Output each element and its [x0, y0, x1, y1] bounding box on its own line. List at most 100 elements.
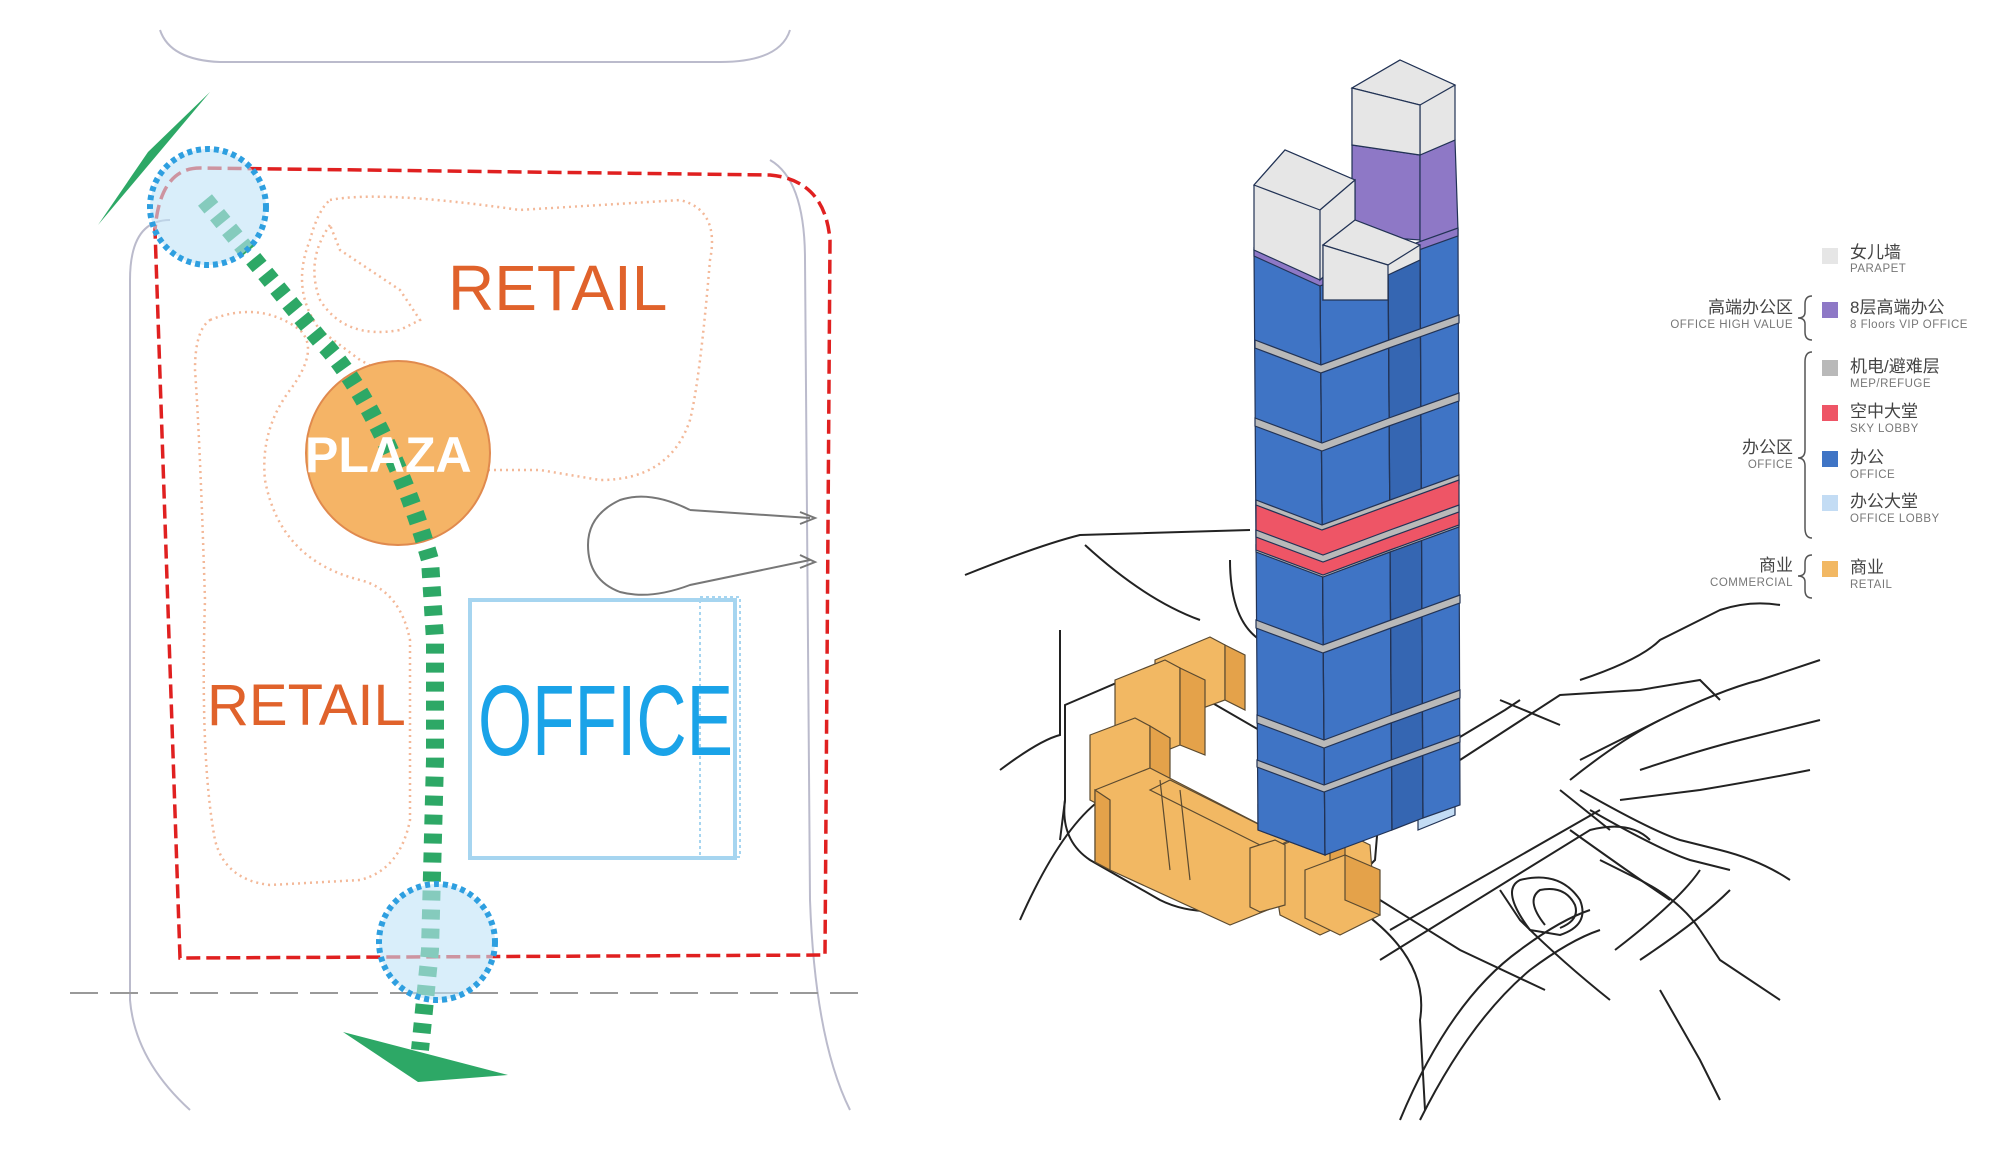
street-edge [1599, 859, 1701, 931]
legend-group-subtitle: OFFICE HIGH VALUE [1670, 319, 1793, 331]
arrow-northwest [98, 92, 210, 225]
mep-band-overlay [1255, 504, 1460, 563]
ramp-loop [1511, 876, 1584, 937]
drop-off-arrow-1 [799, 511, 818, 525]
street-edge [1379, 825, 1651, 961]
legend-item-title: 女儿墙 [1850, 243, 1901, 262]
ramp-line [1569, 719, 1661, 781]
retail-label-top: RETAIL [448, 252, 667, 324]
brace-commercial-group [1797, 554, 1813, 599]
street-lines [964, 529, 1821, 1121]
brace-office-group [1797, 351, 1813, 539]
road-right-edge [769, 159, 851, 1111]
retail-block [1249, 839, 1286, 913]
legend-group-subtitle: OFFICE [1748, 459, 1793, 471]
mep-band [1256, 689, 1461, 749]
street-edge [1579, 659, 1821, 761]
pedestrian-path [198, 194, 444, 1051]
legend-item-subtitle: OFFICE [1850, 469, 1895, 481]
ramp-line [1579, 789, 1791, 881]
street-edge [1389, 809, 1601, 931]
drop-off-arrow-2 [799, 554, 818, 569]
street-edge [1559, 789, 1611, 831]
plaza-circle [305, 360, 491, 546]
parapet-face [1351, 87, 1421, 156]
street-edge [1499, 889, 1611, 1001]
street-edge [1399, 909, 1591, 1121]
street-edge [1379, 899, 1546, 991]
mep-band [1254, 392, 1460, 452]
legend-item-subtitle: RETAIL [1850, 579, 1893, 591]
legend-swatch-retail [1822, 561, 1838, 577]
legend-swatch-parapet [1822, 248, 1838, 264]
office-label: OFFICE [478, 665, 733, 777]
legend-item-subtitle: SKY LOBBY [1850, 423, 1919, 435]
plaza-label: PLAZA [305, 427, 472, 483]
legend: 高端办公区 OFFICE HIGH VALUE 办公区 OFFICE 商业 CO… [1670, 243, 1968, 599]
legend-item-subtitle: OFFICE LOBBY [1850, 513, 1940, 525]
street-edge [1459, 678, 1721, 761]
legend-swatch-mep-refuge [1822, 360, 1838, 376]
arrow-south [343, 1032, 508, 1082]
legend-swatch-sky-lobby [1822, 405, 1838, 421]
mep-band [1254, 314, 1460, 374]
brace-vip-group [1797, 295, 1813, 341]
street-edge [1659, 989, 1721, 1101]
retail-edge [1179, 789, 1191, 881]
street-edge [999, 630, 1061, 771]
legend-item-title: 商业 [1850, 558, 1884, 577]
access-node-bottom [376, 881, 498, 1003]
street-edge [1499, 699, 1561, 726]
legend-item-subtitle: 8 Floors VIP OFFICE [1850, 319, 1968, 331]
legend-item-subtitle: PARAPET [1850, 263, 1906, 275]
office-zone-outer [468, 598, 737, 860]
parapet-face [1322, 244, 1389, 301]
street-edge [1359, 909, 1426, 1111]
office-zone-dotted [699, 596, 741, 858]
legend-swatch-office-lobby [1822, 495, 1838, 511]
retail-label-left: RETAIL [207, 673, 406, 738]
street-edge [1639, 719, 1821, 771]
legend-swatch-vip-office [1822, 302, 1838, 318]
ramp-line [1639, 889, 1731, 961]
retail-podium [1089, 636, 1381, 936]
ramp-line [1589, 809, 1731, 871]
legend-group-title: 商业 [1759, 556, 1793, 575]
street-edge [1084, 544, 1201, 621]
legend-item-title: 办公大堂 [1850, 492, 1918, 511]
street-edge [1019, 799, 1101, 921]
street-edge [1229, 559, 1261, 641]
mep-band [1255, 594, 1461, 654]
street-edge [1454, 699, 1521, 741]
street-edge [1699, 929, 1781, 1001]
legend-group-title: 办公区 [1742, 438, 1793, 457]
retail-block-side [1224, 644, 1246, 711]
vip-office-side [1419, 139, 1459, 246]
ramp-loop-inner [1532, 888, 1577, 929]
retail-zone-small-outline [313, 222, 422, 334]
ramp-line [1569, 829, 1671, 901]
street-edge [1619, 769, 1811, 801]
mep-band [1255, 504, 1460, 563]
road-top-edge [159, 29, 791, 63]
site-plan: RETAIL RETAIL PLAZA OFFICE [70, 29, 860, 1111]
mep-band [1256, 734, 1461, 793]
retail-zone-left-outline [193, 310, 412, 887]
retail-block-side [1344, 854, 1381, 916]
ramp-line [1614, 869, 1701, 951]
street-edge [1419, 929, 1601, 1121]
access-node-top [147, 146, 269, 268]
street-edge [1579, 602, 1781, 681]
legend-item-title: 办公 [1850, 448, 1884, 467]
retail-edge [1159, 779, 1171, 871]
legend-group-title: 高端办公区 [1708, 298, 1793, 317]
legend-group-subtitle: COMMERCIAL [1710, 577, 1793, 589]
legend-item-title: 8层高端办公 [1850, 298, 1944, 317]
street-edge [964, 529, 1251, 576]
legend-item-title: 空中大堂 [1850, 402, 1918, 421]
retail-block-side [1094, 788, 1111, 871]
legend-item-title: 机电/避难层 [1850, 357, 1940, 376]
legend-swatch-office [1822, 451, 1838, 467]
street-edge [1059, 799, 1066, 841]
